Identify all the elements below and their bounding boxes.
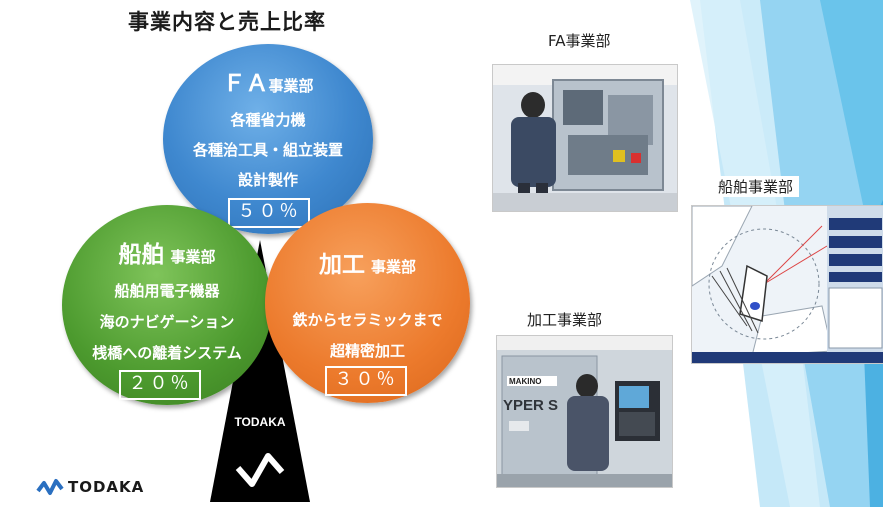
fa-factory-image bbox=[493, 65, 677, 211]
machine-model-text: YPER S bbox=[503, 397, 558, 414]
fa-heading-suffix: 事業部 bbox=[268, 77, 314, 95]
ship-division-circle: 船舶事業部 船舶用電子機器 海のナビゲーション 桟橋への離着システム ２０％ bbox=[62, 205, 272, 405]
page-title: 事業内容と売上比率 bbox=[128, 10, 326, 34]
ship-photo bbox=[691, 205, 883, 364]
todaka-logo-icon bbox=[36, 479, 64, 495]
fa-division-circle: ＦＡ事業部 各種省力機 各種治工具・組立装置 設計製作 ５０％ bbox=[163, 44, 373, 234]
ship-heading-suffix: 事業部 bbox=[170, 248, 216, 266]
fa-division-heading: ＦＡ事業部 bbox=[163, 64, 373, 98]
fa-heading-main: ＦＡ bbox=[222, 71, 269, 97]
processing-heading-main: 加工 bbox=[318, 252, 365, 278]
ship-item-3: 桟橋への離着システム bbox=[92, 344, 242, 362]
fa-share-box: ５０％ bbox=[228, 198, 310, 228]
fa-item-3: 設計製作 bbox=[237, 171, 298, 189]
ship-share-box: ２０％ bbox=[119, 370, 201, 400]
processing-item-2: 超精密加工 bbox=[329, 342, 405, 360]
processing-photo-label: 加工事業部 bbox=[527, 311, 603, 329]
machining-center-image: MAKINO YPER S bbox=[497, 336, 672, 487]
tower-logo-text: TODAKA bbox=[234, 415, 285, 429]
ship-navigation-screen bbox=[692, 206, 883, 363]
todaka-tower: TODAKA bbox=[210, 240, 310, 502]
ship-item-2: 海のナビゲーション bbox=[99, 313, 235, 331]
processing-division-circle: 加工事業部 鉄からセラミックまで 超精密加工 ３０％ bbox=[265, 203, 470, 403]
processing-item-1: 鉄からセラミックまで bbox=[292, 311, 443, 329]
fa-item-1: 各種省力機 bbox=[230, 111, 306, 129]
todaka-logo-text: TODAKA bbox=[68, 478, 145, 496]
ship-heading-main: 船舶 bbox=[118, 242, 165, 268]
fa-photo bbox=[492, 64, 678, 212]
processing-photo: MAKINO YPER S bbox=[496, 335, 673, 488]
machine-brand-text: MAKINO bbox=[509, 377, 541, 386]
processing-share-box: ３０％ bbox=[325, 366, 407, 396]
fa-photo-label: FA事業部 bbox=[548, 32, 611, 50]
ship-photo-label: 船舶事業部 bbox=[712, 176, 800, 197]
ship-item-1: 船舶用電子機器 bbox=[114, 282, 220, 300]
ship-division-heading: 船舶事業部 bbox=[62, 235, 272, 269]
processing-heading-suffix: 事業部 bbox=[370, 258, 416, 276]
fa-item-2: 各種治工具・組立装置 bbox=[192, 141, 343, 159]
processing-division-heading: 加工事業部 bbox=[265, 245, 470, 279]
tower-logo-icon bbox=[235, 453, 285, 487]
